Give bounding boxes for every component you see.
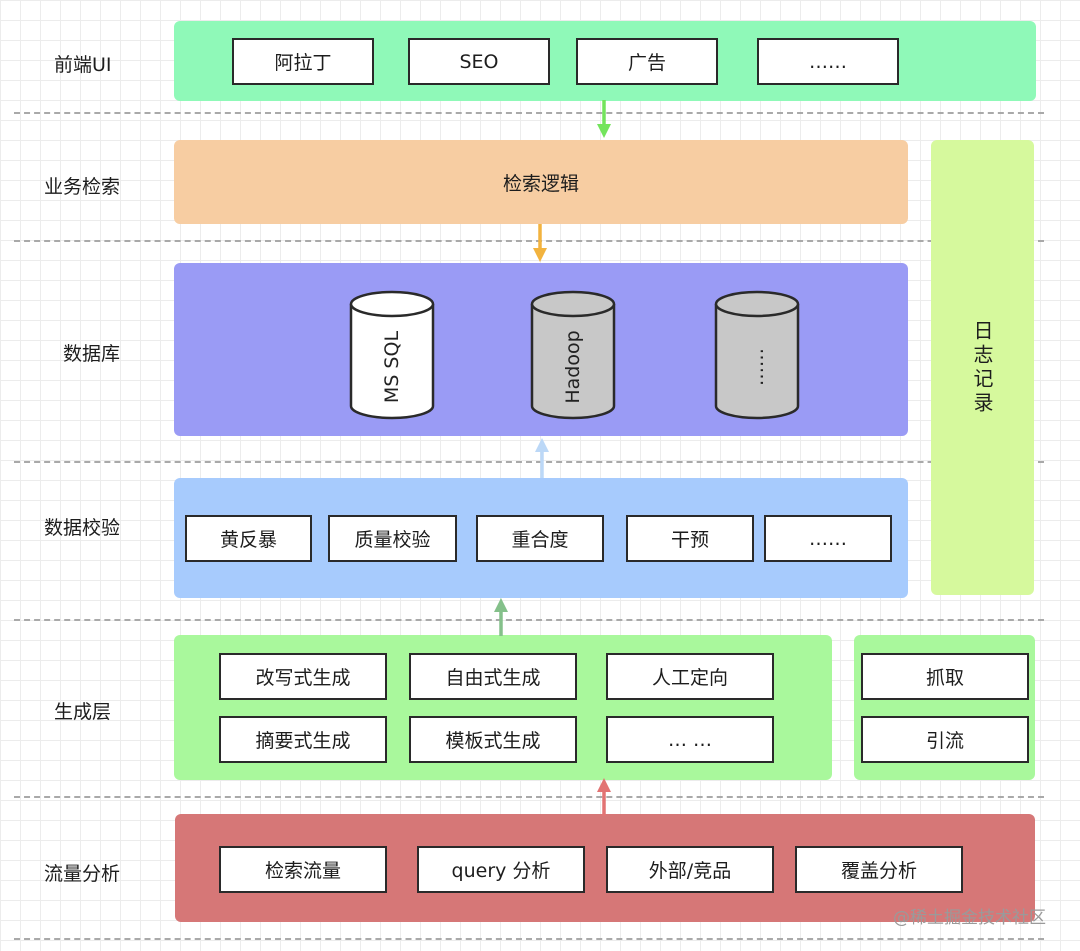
watermark: @稀土掘金技术社区 bbox=[893, 908, 1046, 928]
frontend-item-aladdin: 阿拉丁 bbox=[232, 38, 374, 85]
separator-6 bbox=[14, 938, 1044, 940]
frontend-item-more: …… bbox=[757, 38, 899, 85]
generation-side-crawl: 抓取 bbox=[861, 653, 1029, 700]
separator-1 bbox=[14, 112, 1044, 114]
traffic-item-external-competitor: 外部/竞品 bbox=[606, 846, 774, 893]
layer-label-traffic: 流量分析 bbox=[44, 863, 121, 885]
arrow-frontend-to-business bbox=[597, 100, 611, 138]
layer-label-database: 数据库 bbox=[63, 343, 121, 365]
log-label: 日志记录 bbox=[970, 319, 994, 416]
generation-item-more: … … bbox=[606, 716, 774, 763]
cylinder-hadoop bbox=[530, 290, 616, 420]
layer-label-frontend: 前端UI bbox=[54, 54, 112, 76]
generation-item-template: 模板式生成 bbox=[409, 716, 577, 763]
layer-label-generation: 生成层 bbox=[54, 701, 112, 723]
cylinder-more bbox=[714, 290, 800, 420]
generation-item-summary: 摘要式生成 bbox=[219, 716, 387, 763]
validation-item-intervention: 干预 bbox=[626, 515, 754, 562]
cylinder-label-mssql: MS SQL bbox=[381, 330, 403, 404]
frontend-item-seo: SEO bbox=[408, 38, 550, 85]
traffic-item-coverage-analysis: 覆盖分析 bbox=[795, 846, 963, 893]
arrow-generation-to-validation bbox=[494, 598, 508, 636]
generation-side-traffic-lead: 引流 bbox=[861, 716, 1029, 763]
separator-4 bbox=[14, 619, 1044, 621]
traffic-item-search-traffic: 检索流量 bbox=[219, 846, 387, 893]
generation-item-manual: 人工定向 bbox=[606, 653, 774, 700]
validation-item-more: …… bbox=[764, 515, 892, 562]
cylinder-label-hadoop: Hadoop bbox=[562, 330, 584, 404]
arrow-traffic-to-generation bbox=[597, 778, 611, 816]
layer-label-validation: 数据校验 bbox=[44, 517, 121, 539]
cylinder-label-more: …… bbox=[746, 348, 768, 386]
arrow-validation-to-database bbox=[535, 438, 549, 478]
layer-label-business: 业务检索 bbox=[44, 176, 121, 198]
generation-item-rewrite: 改写式生成 bbox=[219, 653, 387, 700]
separator-5 bbox=[14, 796, 1044, 798]
validation-item-quality-check: 质量校验 bbox=[328, 515, 457, 562]
traffic-item-query-analysis: query 分析 bbox=[417, 846, 585, 893]
business-logic-label: 检索逻辑 bbox=[502, 172, 579, 195]
validation-item-yellow-reaction-violence: 黄反暴 bbox=[185, 515, 312, 562]
arrow-business-to-database bbox=[533, 224, 547, 262]
separator-3 bbox=[14, 461, 1044, 463]
generation-item-free: 自由式生成 bbox=[409, 653, 577, 700]
business-band: 检索逻辑 bbox=[174, 140, 908, 224]
validation-item-overlap: 重合度 bbox=[476, 515, 604, 562]
log-band: 日志记录 bbox=[931, 140, 1034, 595]
frontend-item-ads: 广告 bbox=[576, 38, 718, 85]
cylinder-mssql bbox=[349, 290, 435, 420]
separator-2 bbox=[14, 240, 1044, 242]
